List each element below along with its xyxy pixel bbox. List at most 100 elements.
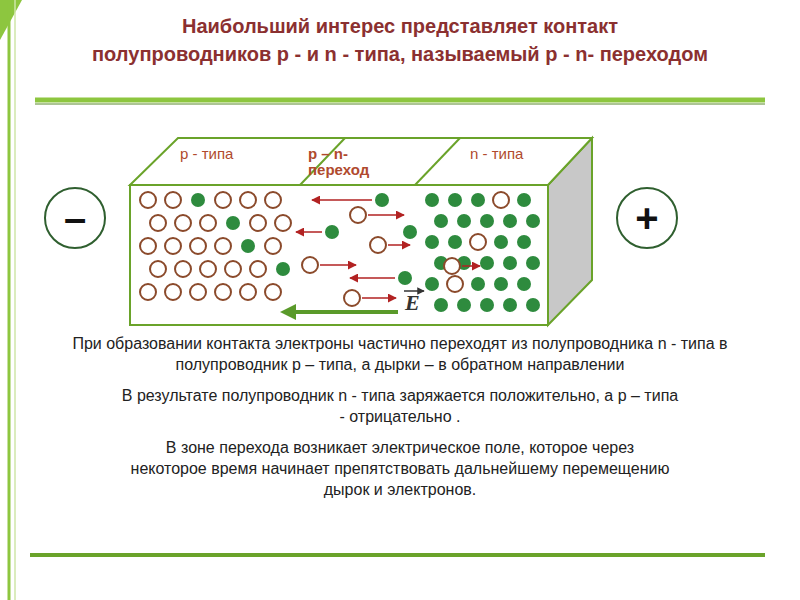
electron [517, 193, 531, 207]
electron [517, 277, 531, 291]
drift-arrow [362, 297, 396, 299]
electron [276, 262, 290, 276]
hole [240, 192, 256, 208]
electron [471, 193, 485, 207]
bottom-rule [30, 553, 765, 557]
electron [494, 235, 508, 249]
body-text: В результате полупроводник n - типа заря… [120, 385, 680, 427]
electron [526, 214, 540, 228]
electron [517, 235, 531, 249]
body-text: В зоне перехода возникает электрическое … [130, 437, 670, 500]
electron [471, 277, 485, 291]
hole [165, 238, 181, 254]
hole [200, 215, 216, 231]
region-label: n - типа [470, 146, 530, 162]
electron [494, 277, 508, 291]
hole [240, 284, 256, 300]
electron [425, 235, 439, 249]
hole [165, 192, 181, 208]
field-arrow [292, 310, 398, 314]
block-front-face [130, 185, 548, 325]
region-divider [415, 138, 460, 185]
electron [457, 214, 471, 228]
hole [215, 192, 231, 208]
hole [470, 234, 486, 250]
hole [370, 237, 386, 253]
electron [480, 298, 494, 312]
electron [448, 193, 462, 207]
hole [350, 207, 366, 223]
electron [241, 239, 255, 253]
electron [480, 214, 494, 228]
hole [302, 257, 318, 273]
hole [444, 258, 460, 274]
side-bar [8, 0, 11, 600]
electron [398, 271, 412, 285]
hole [250, 215, 266, 231]
electron [503, 256, 517, 270]
electron [403, 225, 417, 239]
electron [480, 256, 494, 270]
drift-arrow [320, 264, 356, 266]
slide-title: Наибольший интерес представляет контакт … [90, 12, 710, 68]
hole [215, 284, 231, 300]
electron [448, 235, 462, 249]
hole [175, 215, 191, 231]
electron [503, 214, 517, 228]
electron [191, 193, 205, 207]
hole [225, 261, 241, 277]
hole [175, 261, 191, 277]
hole [200, 261, 216, 277]
hole [344, 290, 360, 306]
hole [265, 192, 281, 208]
polarity-sign: + [635, 198, 658, 238]
hole [150, 261, 166, 277]
hole [447, 276, 463, 292]
charge-carriers [140, 192, 540, 312]
drift-arrow [350, 277, 395, 279]
side-bar [14, 0, 16, 600]
electron [425, 277, 439, 291]
electron [434, 298, 448, 312]
region-label: p - типа [180, 146, 240, 162]
electron [375, 193, 389, 207]
hole [140, 238, 156, 254]
electron [325, 225, 339, 239]
drift-arrow [388, 244, 410, 246]
electron [526, 256, 540, 270]
drift-arrow [368, 214, 404, 216]
field-symbol: E [405, 292, 429, 313]
hole [190, 238, 206, 254]
hole [215, 238, 231, 254]
electron [425, 193, 439, 207]
field-arrow-head [280, 304, 296, 320]
polarity-sign: – [64, 198, 86, 238]
hole [140, 192, 156, 208]
hole [493, 192, 509, 208]
electron [526, 298, 540, 312]
drift-arrow [462, 265, 480, 267]
electron [457, 298, 471, 312]
title-rule [35, 104, 765, 105]
electron [503, 298, 517, 312]
hole [275, 215, 291, 231]
hole [265, 238, 281, 254]
hole [165, 284, 181, 300]
hole [250, 261, 266, 277]
hole [150, 215, 166, 231]
title-rule [35, 98, 765, 103]
body-text: При образовании контакта электроны части… [20, 333, 780, 375]
electron [434, 214, 448, 228]
electron [226, 216, 240, 230]
corner-accent [0, 0, 22, 40]
drift-arrow [296, 231, 322, 233]
polarity-circle: – [44, 187, 106, 249]
hole [140, 284, 156, 300]
drift-arrow [312, 199, 372, 201]
block-top-face [130, 138, 592, 185]
hole [265, 284, 281, 300]
hole [190, 284, 206, 300]
polarity-circle: + [616, 187, 678, 249]
